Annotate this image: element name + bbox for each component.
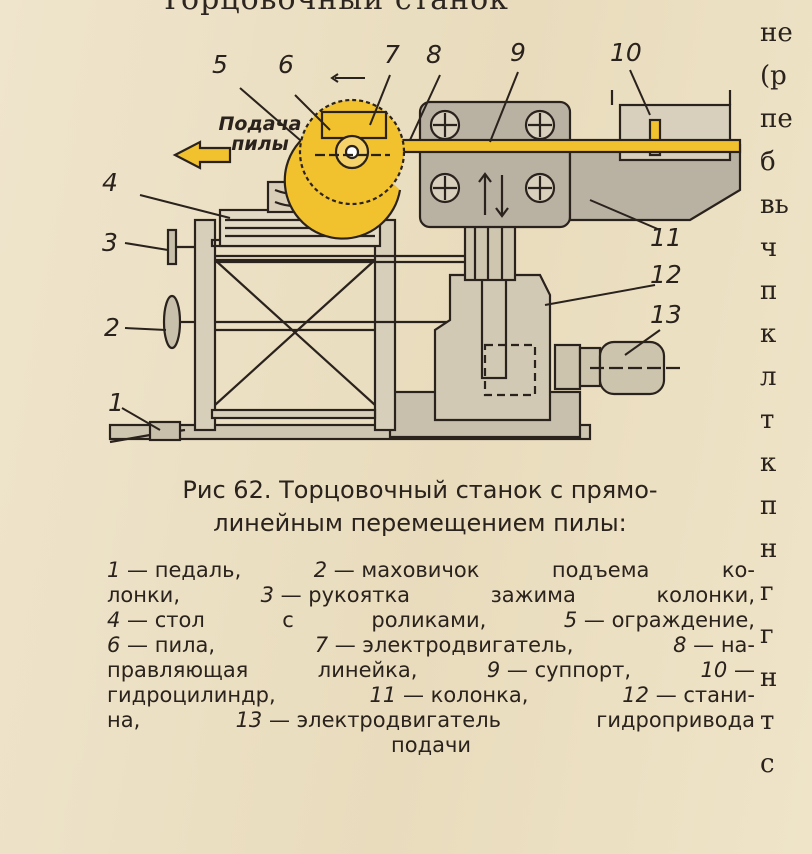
- callout-10: 10: [610, 38, 642, 67]
- legend-segment: зажима: [490, 583, 576, 607]
- lift-handwheel: [162, 294, 182, 350]
- callout-2: 2: [104, 313, 120, 342]
- callout-13: 13: [650, 300, 682, 329]
- legend-segment: правляющая: [107, 658, 249, 682]
- column-line-fragment: ч: [760, 233, 778, 263]
- legend-segment: 13 — электродвигатель: [235, 708, 502, 732]
- column-line-fragment: л: [760, 362, 777, 392]
- callout-4: 4: [102, 168, 118, 197]
- column-line-fragment: г: [760, 577, 774, 607]
- legend-line: гидроцилиндр, 11 — колонка, 12 — стани-: [107, 683, 755, 708]
- legend-number: 10: [700, 658, 728, 682]
- legend-segment: роликами,: [371, 608, 487, 632]
- legend-segment: 9 — суппорт,: [486, 658, 632, 682]
- legend-segment: 8 — на-: [673, 633, 755, 657]
- legend-segment: гидропривода: [596, 708, 755, 732]
- callout-11: 11: [650, 223, 682, 252]
- legend-line: 1 — педаль, 2 — маховичок подъема ко-: [107, 558, 755, 583]
- legend-segment: 6 — пила,: [107, 633, 216, 657]
- feed-arrow: [172, 140, 232, 170]
- frame-bottom-rail: [210, 408, 377, 420]
- column-line-fragment: п: [760, 276, 778, 306]
- legend-number: 3: [260, 583, 274, 607]
- legend-number: 12: [622, 683, 650, 707]
- column-line-fragment: б: [760, 147, 776, 177]
- legend-segment: 1 — педаль,: [107, 558, 242, 582]
- legend-line: 4 — стол с роликами, 5 — ограждение,: [107, 608, 755, 633]
- caption-line: Рис 62. Торцовочный станок с прямо-: [182, 476, 658, 504]
- column-line-fragment: т: [760, 405, 775, 435]
- callout-12: 12: [650, 260, 682, 289]
- column-line-fragment: к: [760, 448, 777, 478]
- legend-number: 8: [673, 633, 687, 657]
- page-heading-fragment: Торцовочный станок: [160, 0, 720, 17]
- legend-number: 2: [313, 558, 328, 582]
- callout-3: 3: [102, 228, 118, 257]
- legend-number: 4: [107, 608, 121, 632]
- legend-segment: 11 — колонка,: [369, 683, 529, 707]
- legend-line: 6 — пила, 7 — электродвигатель, 8 — на-: [107, 633, 755, 658]
- feed-direction-label: Подача пилы: [218, 113, 302, 155]
- bed-frame: [433, 273, 552, 422]
- callout-9: 9: [510, 38, 526, 67]
- frame-post-left: [193, 218, 217, 432]
- column-line-fragment: г: [760, 620, 774, 650]
- callout-8: 8: [426, 40, 442, 69]
- callout-7: 7: [384, 40, 400, 69]
- column-line-fragment: (р: [760, 61, 787, 91]
- legend-line: подачи: [107, 733, 755, 758]
- legend-line: на, 13 — электродвигатель гидропривода: [107, 708, 755, 733]
- legend-segment: на,: [107, 708, 141, 732]
- legend-segment: 4 — стол: [107, 608, 205, 632]
- legend-number: 5: [563, 608, 578, 632]
- column-line-fragment: пе: [760, 104, 793, 134]
- callout-6: 6: [278, 50, 294, 79]
- machine-illustration: Подача пилы 5 6 7 8 9 10 4 3 2 1 11 12 1…: [90, 30, 750, 470]
- legend-segment: 5 — ограждение,: [563, 608, 755, 632]
- legend-segment: подъема: [551, 558, 650, 582]
- legend-segment: 10 —: [700, 658, 755, 682]
- clamp-handle: [166, 228, 178, 266]
- column-line-fragment: с: [760, 749, 775, 779]
- callout-5: 5: [212, 50, 228, 79]
- legend-number: 6: [107, 633, 121, 657]
- legend-segment: 7 — электродвигатель,: [314, 633, 574, 657]
- legend-line: лонки, 3 — рукоятка зажима колонки,: [107, 583, 755, 608]
- column-line-fragment: н: [760, 534, 778, 564]
- legend-number: 13: [235, 708, 263, 732]
- figure-legend: 1 — педаль, 2 — маховичок подъема ко-лонки,…: [107, 558, 755, 758]
- caption-line: линейным перемещением пилы:: [213, 509, 627, 537]
- legend-segment: 2 — маховичок: [313, 558, 480, 582]
- legend-number: 11: [369, 683, 397, 707]
- column-line-fragment: н: [760, 663, 778, 693]
- legend-number: 1: [107, 558, 121, 582]
- legend-segment: с: [282, 608, 294, 632]
- column-line-fragment: вь: [760, 190, 789, 220]
- legend-segment: линейка,: [317, 658, 418, 682]
- column-line-fragment: не: [760, 18, 793, 48]
- machine-drawing: [108, 69, 742, 444]
- figure-caption-title: Рис 62. Торцовочный станок с прямо- лине…: [100, 474, 740, 540]
- legend-segment: подачи: [390, 733, 472, 757]
- legend-segment: 12 — стани-: [622, 683, 755, 707]
- column: [463, 223, 517, 282]
- frame-post-right: [373, 218, 397, 432]
- legend-segment: колонки,: [656, 583, 755, 607]
- column-line-fragment: п: [760, 491, 778, 521]
- column-line-fragment: к: [760, 319, 777, 349]
- column-line-fragment: т: [760, 706, 775, 736]
- callout-1: 1: [108, 388, 124, 417]
- saw-motor: [320, 110, 388, 140]
- legend-number: 9: [486, 658, 501, 682]
- legend-segment: 3 — рукоятка: [260, 583, 411, 607]
- legend-segment: лонки,: [107, 583, 181, 607]
- legend-segment: ко-: [721, 558, 755, 582]
- legend-segment: гидроцилиндр,: [107, 683, 276, 707]
- legend-number: 7: [314, 633, 329, 657]
- legend-line: правляющая линейка, 9 — суппорт, 10 —: [107, 658, 755, 683]
